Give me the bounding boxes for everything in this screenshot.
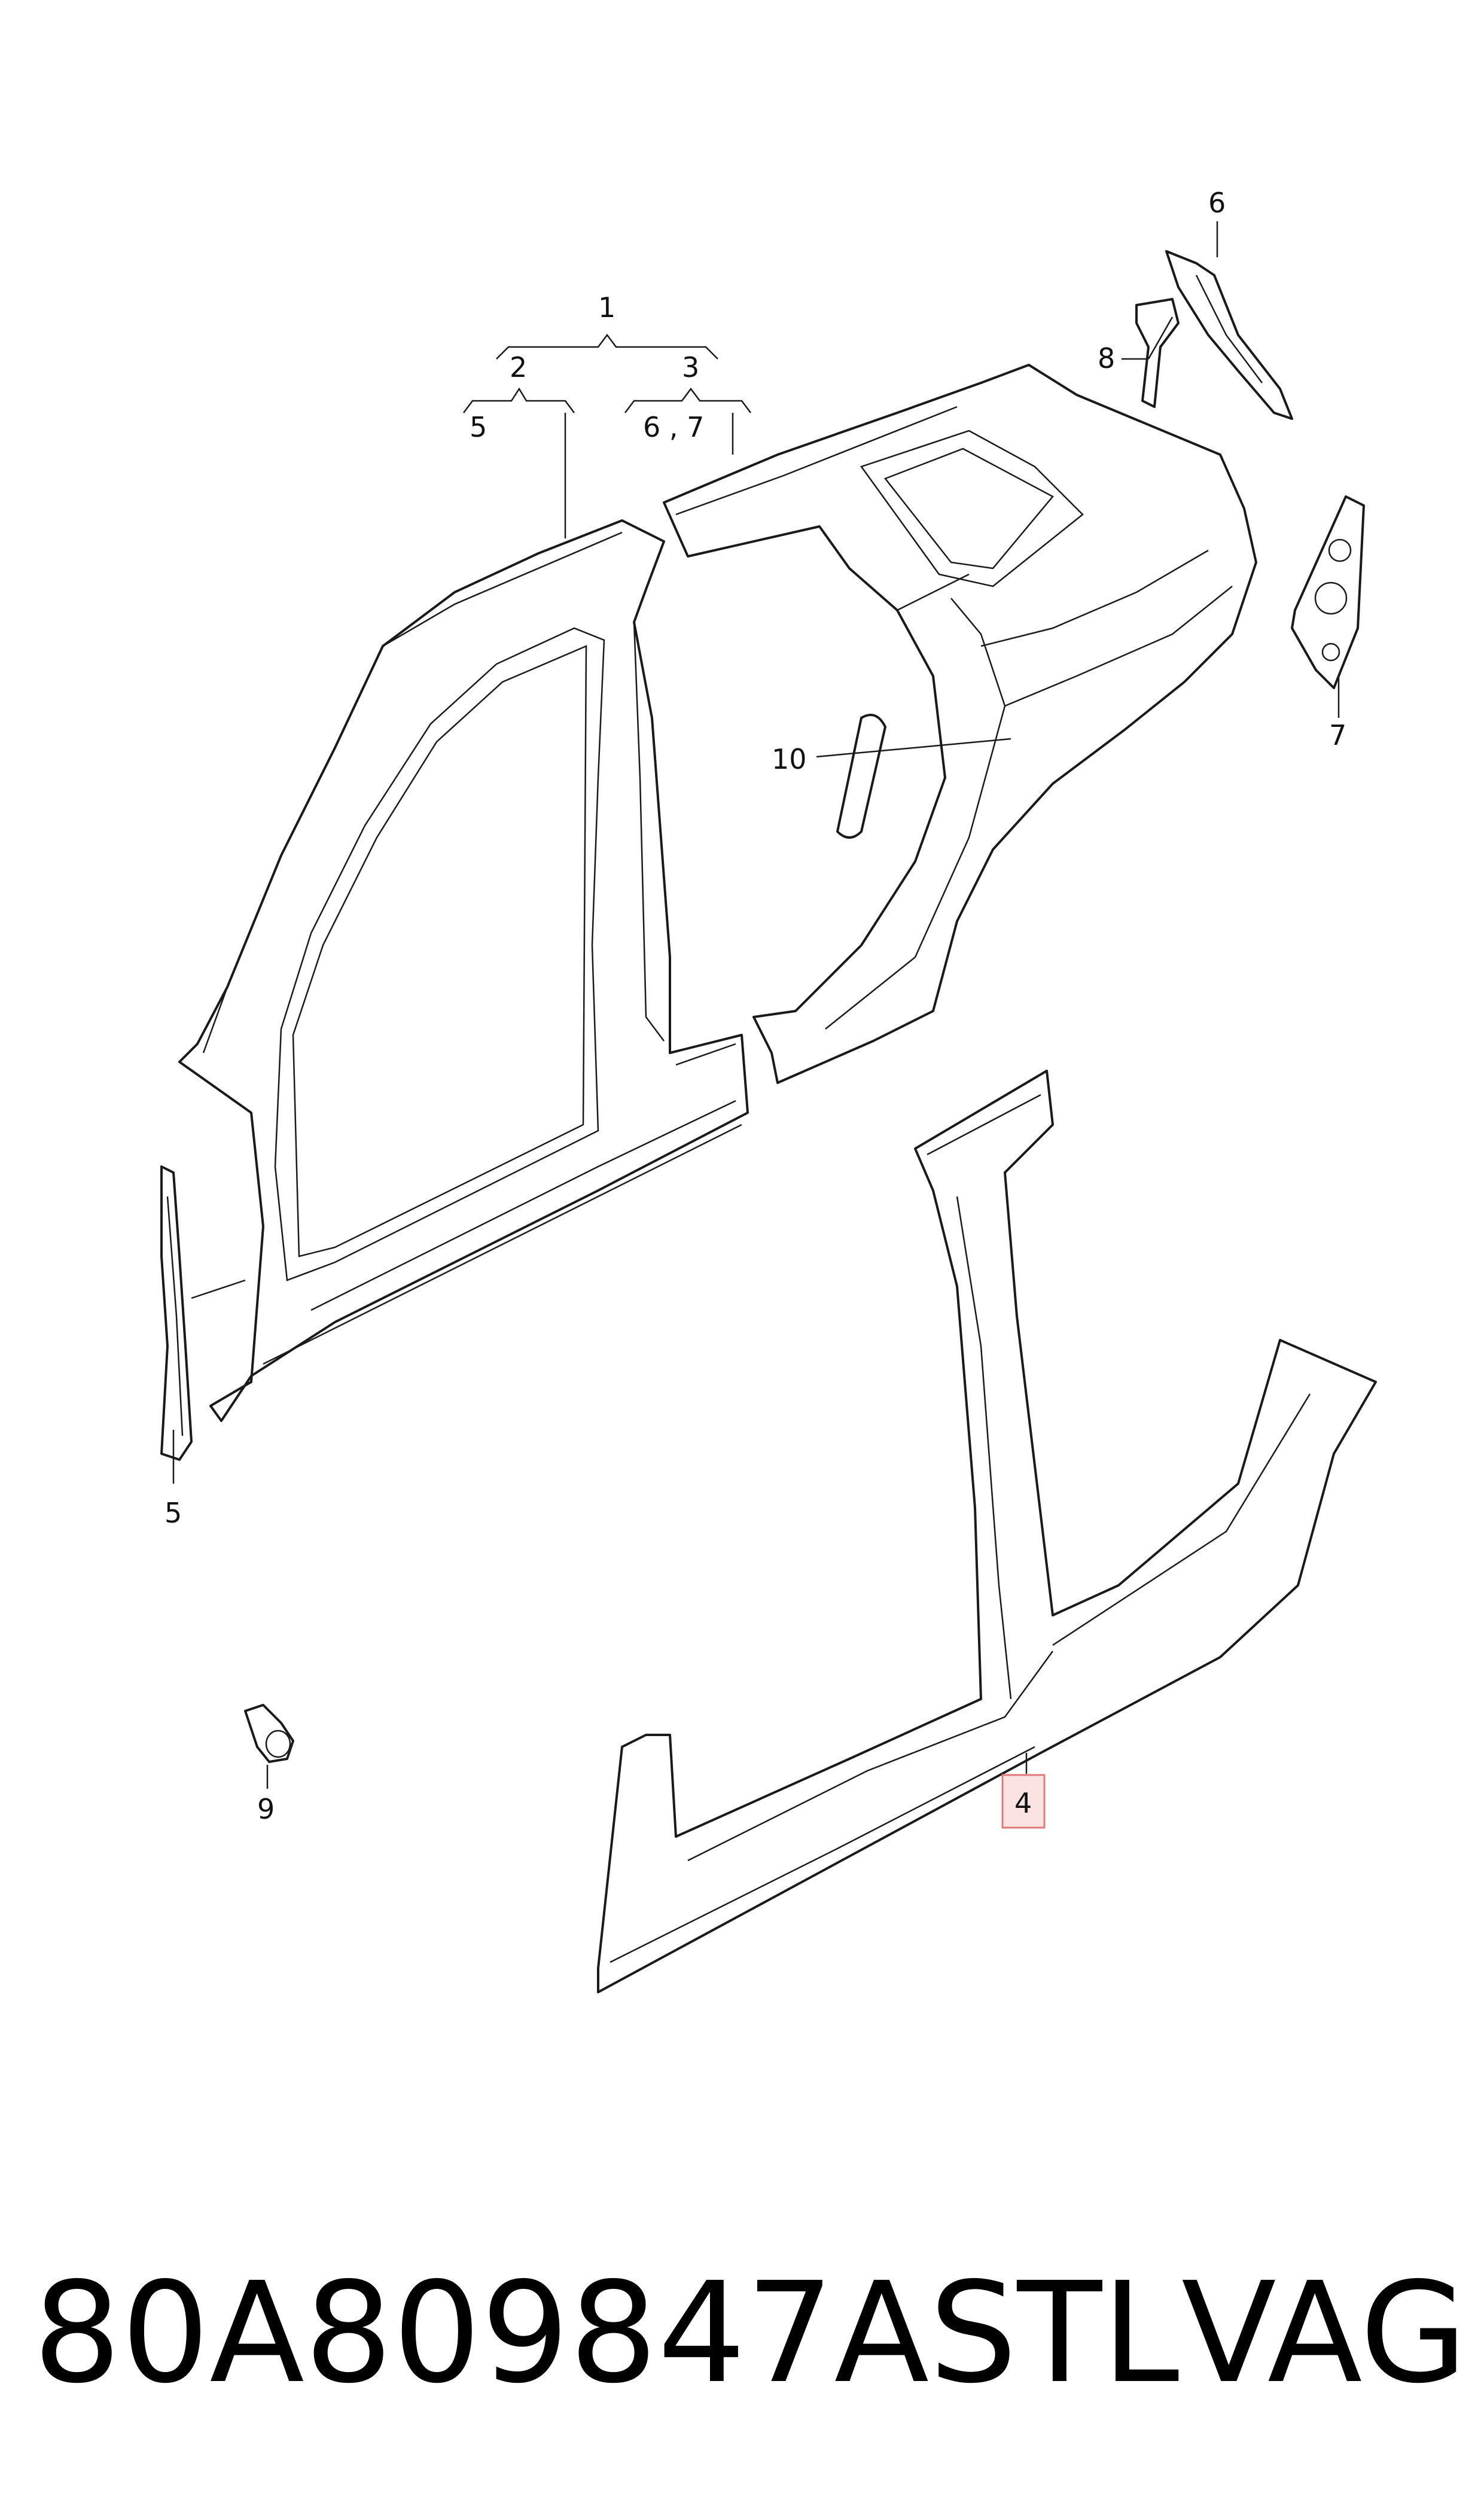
callout-5-upper: 5 bbox=[470, 411, 487, 443]
part-6-bracket bbox=[1165, 250, 1293, 420]
footer-part-number-line: 80A809847ASTL VAG bbox=[33, 2252, 1467, 2414]
side-panel-rear bbox=[663, 364, 1257, 1084]
callout-6-7: 6 , 7 bbox=[643, 411, 704, 443]
part-4-sill-panel bbox=[597, 1070, 1377, 1993]
part-10-pad bbox=[836, 714, 886, 839]
part-number: 80A809847ASTL bbox=[33, 2252, 1180, 2414]
part-8-bracket bbox=[1135, 298, 1180, 408]
brand-name: VAG bbox=[1181, 2252, 1468, 2414]
callout-3: 3 bbox=[682, 351, 699, 383]
callout-10: 10 bbox=[772, 743, 807, 775]
callout-1: 1 bbox=[598, 291, 615, 324]
callout-7: 7 bbox=[1329, 719, 1346, 751]
callout-5-lower: 5 bbox=[164, 1497, 182, 1529]
callout-6: 6 bbox=[1208, 187, 1226, 219]
side-panel-front bbox=[178, 519, 749, 1422]
callout-8: 8 bbox=[1098, 342, 1115, 374]
part-9-bolt bbox=[244, 1704, 294, 1763]
part-7-plate bbox=[1291, 495, 1365, 689]
callout-2: 2 bbox=[510, 351, 527, 383]
callout-4: 4 bbox=[1014, 1787, 1032, 1819]
leader-lines bbox=[172, 221, 1340, 1789]
part-5-strip bbox=[160, 1165, 193, 1461]
callout-9: 9 bbox=[257, 1793, 275, 1825]
callout-4-highlight bbox=[1001, 1774, 1046, 1829]
